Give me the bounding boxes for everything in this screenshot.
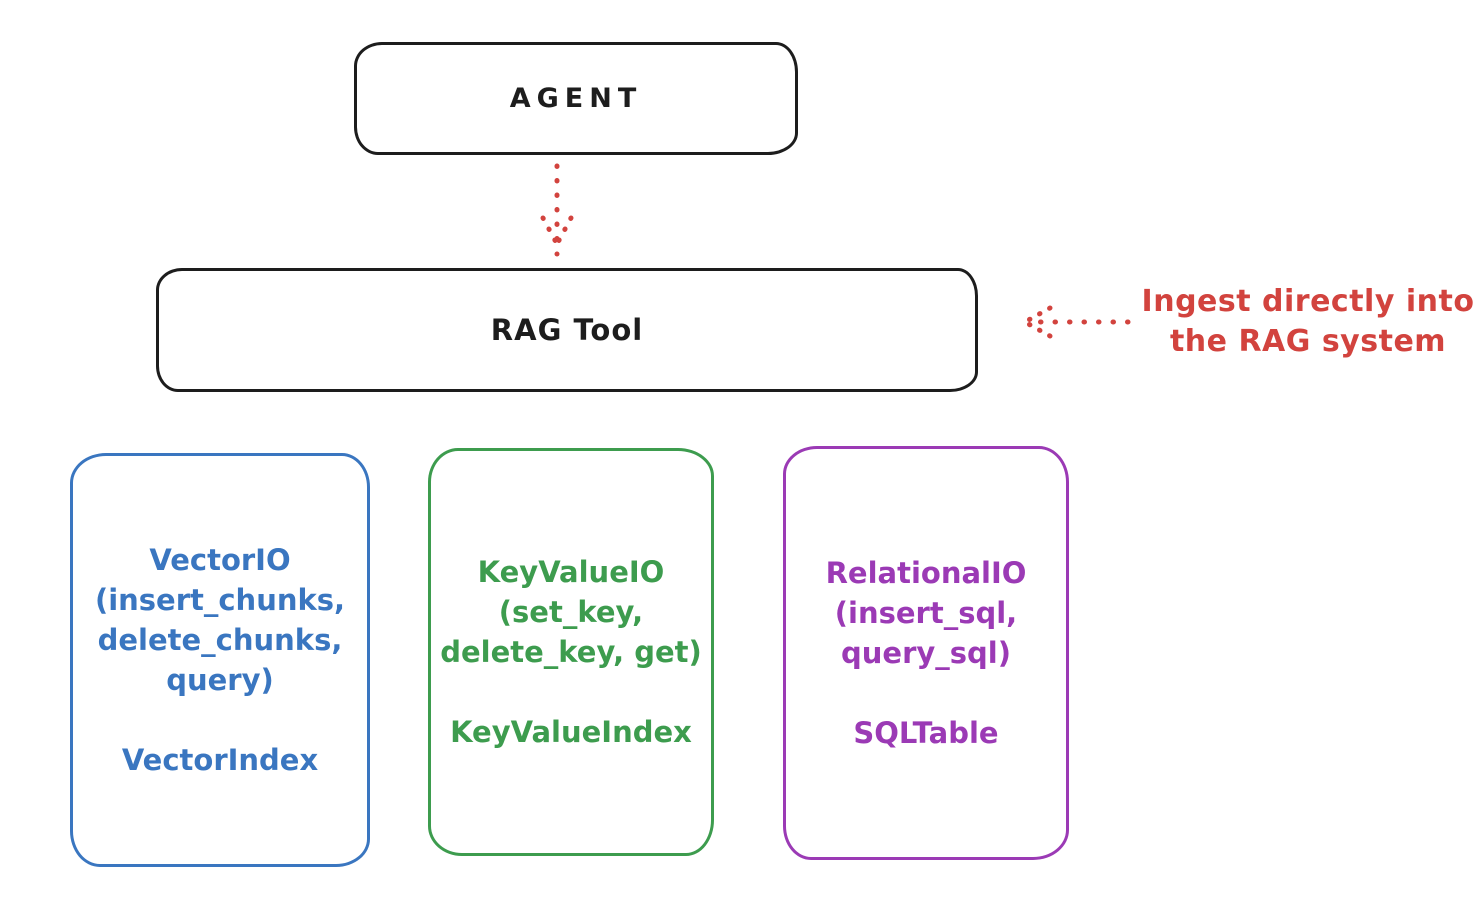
agent-label: AGENT	[509, 83, 643, 114]
vector-io-line: delete_chunks,	[97, 623, 343, 657]
keyvalue-io-line: (set_key,	[498, 595, 644, 629]
keyvalue-io-line: delete_key, get)	[440, 635, 702, 669]
relational-io-card: RelationalIO (insert_sql, query_sql) SQL…	[783, 446, 1069, 860]
relational-io-footer: SQLTable	[853, 716, 999, 750]
arrow-agent-to-rag-icon	[540, 163, 574, 257]
rag-tool-label: RAG Tool	[490, 313, 644, 347]
keyvalue-io-footer: KeyValueIndex	[450, 715, 692, 749]
vector-io-footer: VectorIndex	[121, 743, 319, 777]
ingest-annotation-line2: the RAG system	[1169, 324, 1447, 359]
ingest-annotation-line1: Ingest directly into	[1141, 284, 1475, 319]
vector-io-card: VectorIO (insert_chunks, delete_chunks, …	[70, 453, 370, 867]
rag-tool-node: RAG Tool	[156, 268, 978, 392]
relational-io-line: query_sql)	[841, 636, 1011, 670]
vector-io-line: query)	[166, 663, 274, 697]
relational-io-line: (insert_sql,	[834, 596, 1018, 630]
vector-io-line: (insert_chunks,	[94, 583, 346, 617]
relational-io-line: RelationalIO	[825, 556, 1027, 590]
vector-io-line: VectorIO	[149, 543, 291, 577]
arrow-ingest-to-rag-icon	[1022, 305, 1131, 339]
ingest-annotation: Ingest directly into the RAG system	[1132, 282, 1484, 362]
keyvalue-io-line: KeyValueIO	[477, 555, 665, 589]
agent-node: AGENT	[354, 42, 798, 155]
keyvalue-io-card: KeyValueIO (set_key, delete_key, get) Ke…	[428, 448, 714, 856]
